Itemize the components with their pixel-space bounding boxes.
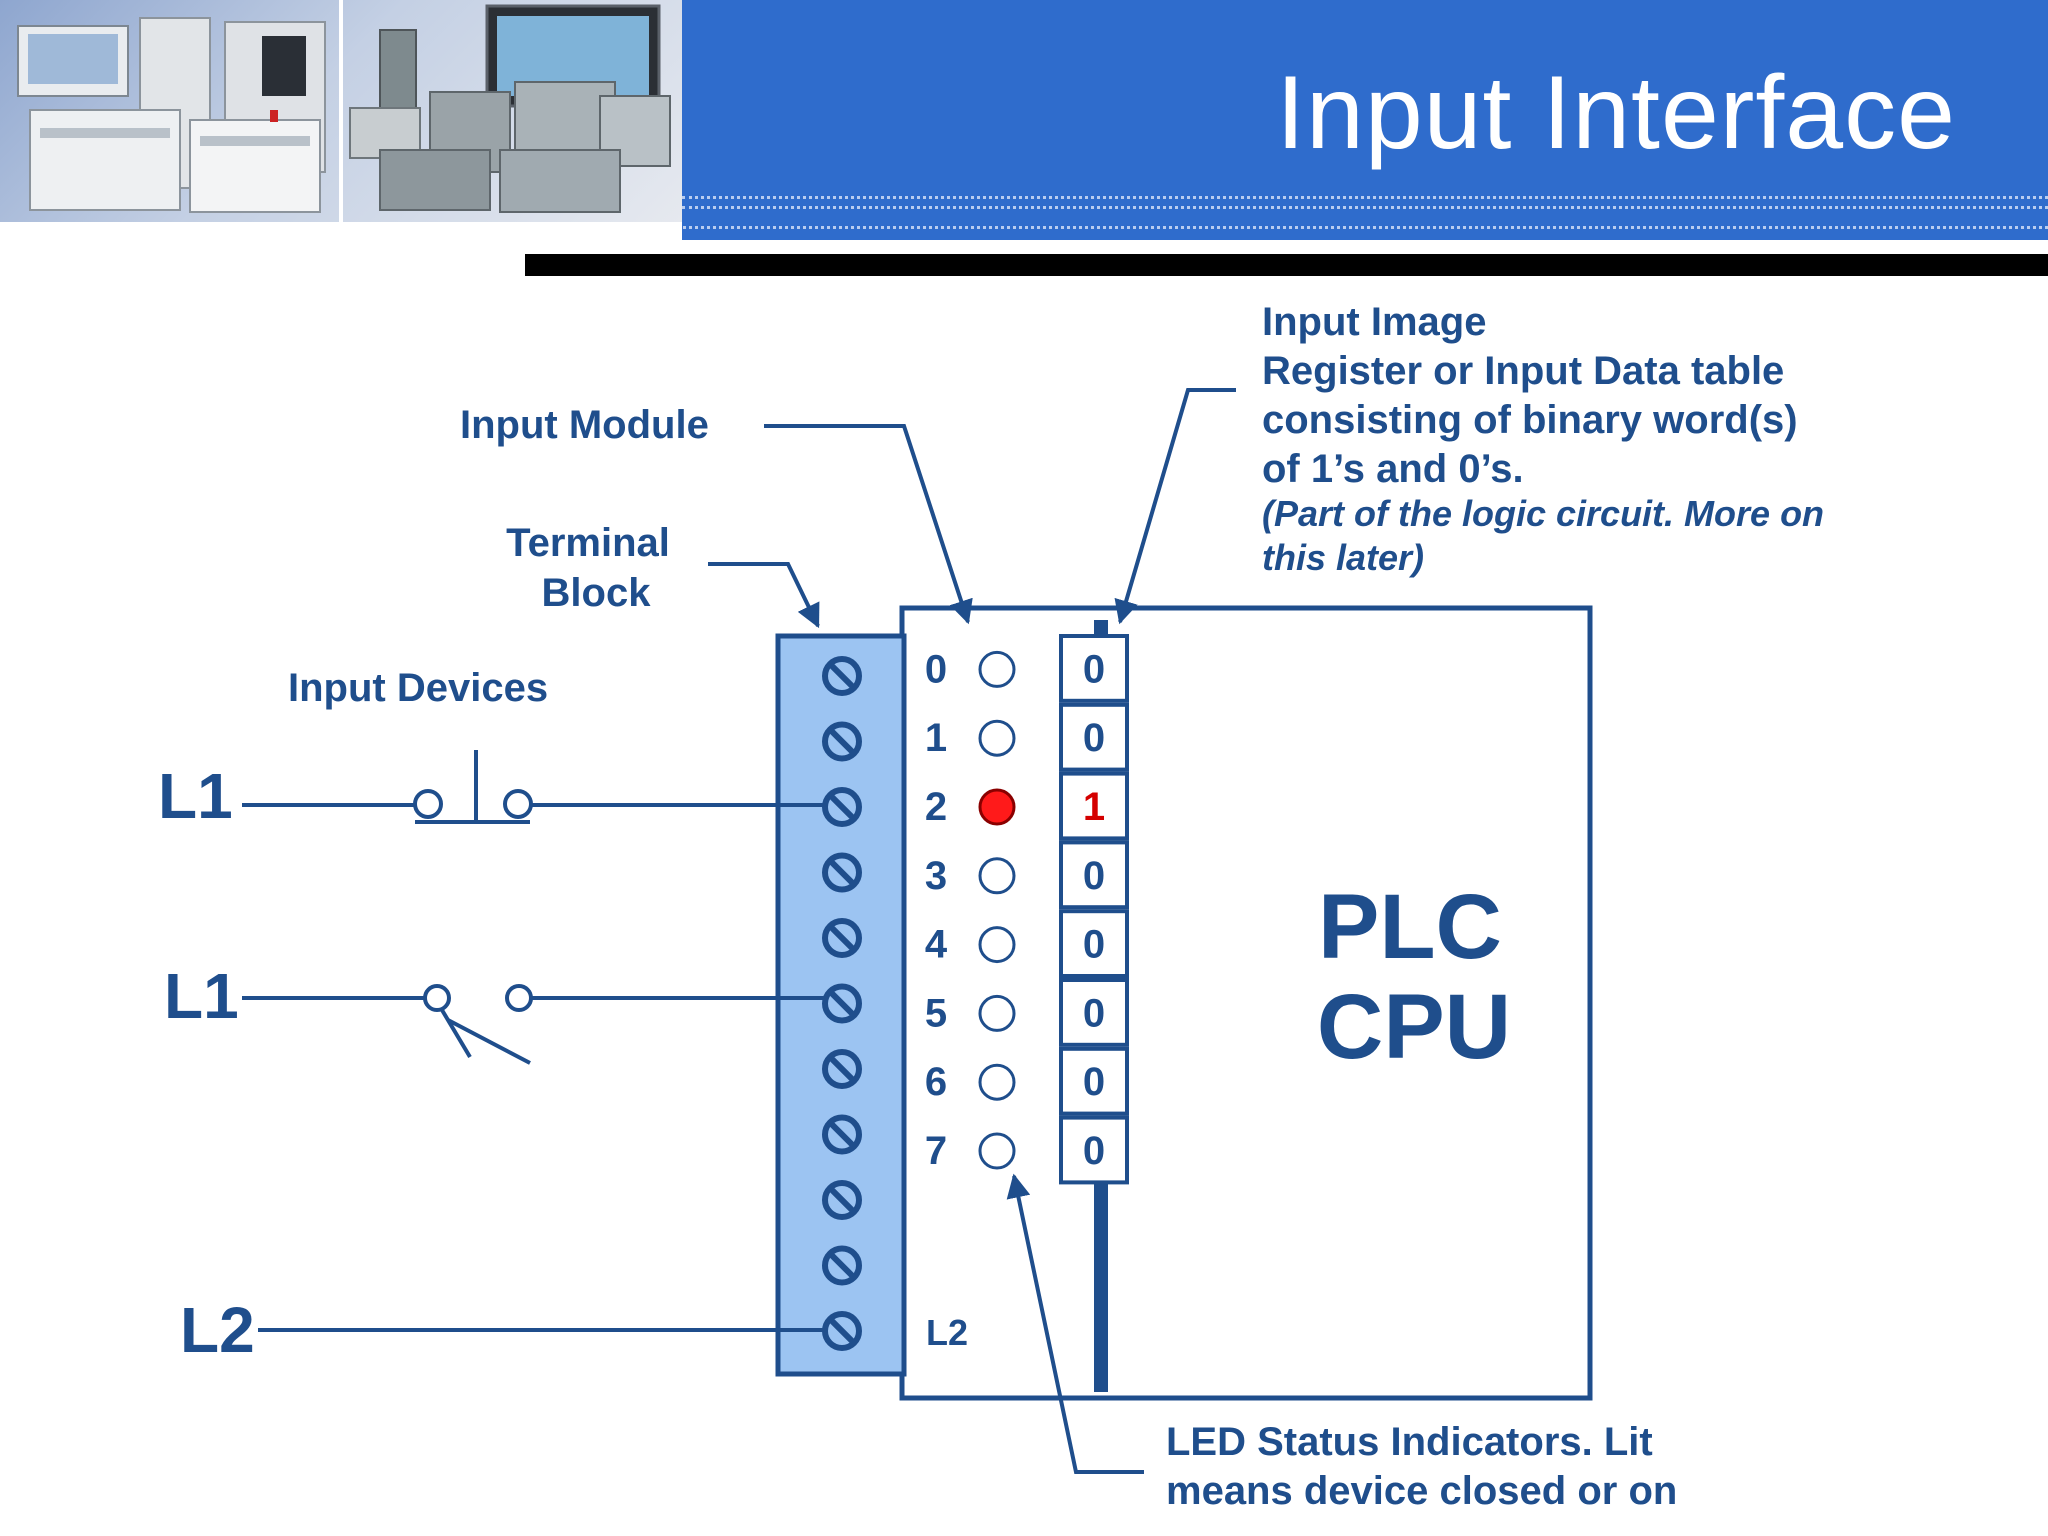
input-image-note-line: (Part of the logic circuit. More on (1262, 493, 1824, 534)
plc-label-line1: PLC (1318, 876, 1502, 978)
register-cell (1059, 771, 1129, 841)
terminal-block-label-line1: Terminal (506, 521, 670, 565)
terminal-screw-icon (822, 1245, 862, 1286)
dotted-rule (0, 226, 2048, 229)
led-note-line: means device closed or on (1166, 1469, 1677, 1513)
callout-lines (708, 388, 1236, 1474)
register-bit: 1 (1083, 785, 1105, 829)
input-image-label-line: consisting of binary word(s) (1262, 398, 1798, 442)
slide-title: Input Interface (1276, 55, 1956, 171)
channel-number: 4 (925, 923, 948, 967)
terminal-screw-icon (822, 1180, 862, 1220)
led-indicator (978, 994, 1016, 1032)
register-cell (1059, 702, 1129, 772)
terminal-screw-icon (822, 656, 862, 696)
register-bit: 0 (1083, 991, 1105, 1035)
pushbutton-line-label: L1 (158, 760, 233, 832)
led-indicator (978, 1132, 1016, 1170)
register-cell (1059, 634, 1129, 703)
channel-number: 7 (925, 1129, 947, 1173)
register-cell (1059, 840, 1129, 910)
led-note-line: LED Status Indicators. Lit (1166, 1420, 1653, 1464)
common-line-label: L2 (180, 1294, 255, 1366)
terminal-screw-icon (822, 852, 862, 893)
dotted-rule (682, 206, 2048, 209)
register-bit: 0 (1083, 647, 1105, 691)
terminal-block-label-line2: Block (542, 571, 652, 615)
plc-label-line2: CPU (1317, 976, 1511, 1078)
channel-number: 2 (925, 785, 947, 829)
field-wiring (242, 750, 826, 1332)
register-cell (1059, 1046, 1129, 1116)
switch-line-label: L1 (164, 960, 239, 1032)
input-image-label-line: Register or Input Data table (1262, 349, 1784, 393)
register-bit: 0 (1083, 923, 1105, 967)
input-module-channels: 0 1 2 3 4 5 6 7 (925, 647, 1016, 1173)
input-image-note-line: this later) (1262, 537, 1424, 578)
title-band (682, 0, 2048, 240)
register-bus-bar (1094, 1176, 1108, 1392)
register-bit: 0 (1083, 1060, 1105, 1104)
photo-left-hardware (17, 17, 326, 213)
register-cell (1059, 909, 1129, 979)
input-module-label: Input Module (460, 403, 709, 447)
header-banner: Input Interface (0, 0, 2048, 276)
terminal-screw-icon (822, 983, 862, 1024)
terminal-screw-icon (822, 1114, 862, 1155)
register-bit: 0 (1083, 1129, 1105, 1173)
led-indicator (978, 857, 1016, 895)
terminal-screw-icon (822, 721, 862, 762)
register-bit: 0 (1083, 716, 1105, 760)
channel-number: 0 (925, 647, 947, 691)
photo-right-hardware (349, 4, 671, 213)
header-strip (0, 222, 682, 254)
input-image-label-line: of 1’s and 0’s. (1262, 447, 1524, 491)
input-image-label-line: Input Image (1262, 300, 1486, 344)
dotted-rule (682, 196, 2048, 199)
register-cell (1059, 978, 1129, 1047)
channel-number: 3 (925, 854, 947, 898)
led-indicator (978, 719, 1016, 757)
led-indicator (978, 1063, 1016, 1101)
plc-product-photo (0, 0, 682, 222)
input-image-register: 0 0 1 0 0 0 0 0 (1059, 634, 1129, 1185)
register-bit: 0 (1083, 854, 1105, 898)
header-black-bar (525, 254, 2048, 276)
register-top-tab (1094, 620, 1108, 634)
terminal-screw-icon (822, 918, 862, 958)
register-cell (1059, 1115, 1129, 1185)
channel-number: 5 (925, 991, 947, 1035)
led-indicator (978, 926, 1016, 964)
input-devices-label: Input Devices (288, 666, 548, 710)
led-indicator (978, 650, 1016, 688)
module-l2-label: L2 (926, 1312, 968, 1353)
led-indicator-lit (978, 788, 1016, 826)
channel-number: 6 (925, 1060, 947, 1104)
terminal-screw-icon (822, 1049, 862, 1089)
channel-number: 1 (925, 716, 947, 760)
